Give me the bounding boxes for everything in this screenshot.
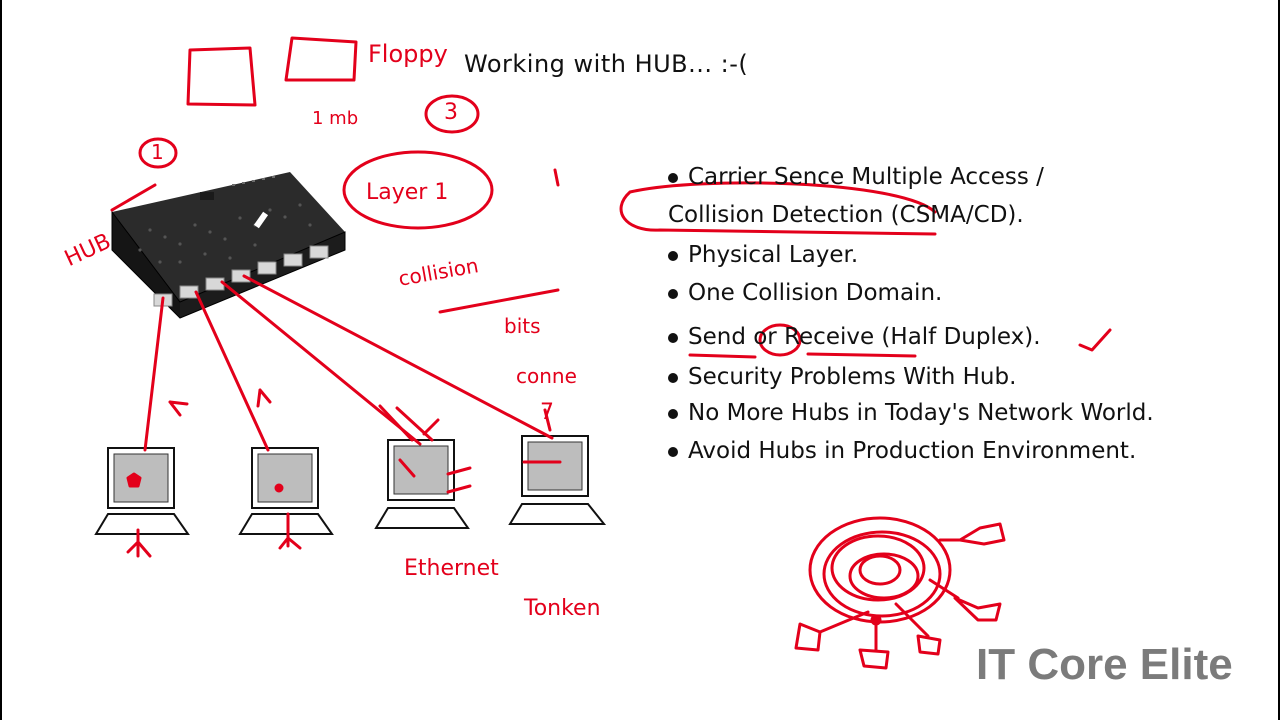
red-ink xyxy=(110,36,1112,670)
number-three-note: 3 xyxy=(444,100,458,125)
list-item: Send or Receive (Half Duplex). xyxy=(668,324,1041,350)
list-item: One Collision Domain. xyxy=(668,280,942,306)
hub-device xyxy=(111,172,346,319)
bullet-dot-icon xyxy=(668,172,678,183)
bullet-text: No More Hubs in Today's Network World. xyxy=(688,400,1154,426)
bullet-dot-icon xyxy=(668,372,678,383)
seven-mark-note: 7 xyxy=(540,400,554,425)
bullet-text: Send or Receive (Half Duplex). xyxy=(688,324,1041,350)
computer-4 xyxy=(508,435,607,525)
tonken-note: Tonken xyxy=(524,596,601,621)
bullet-text: Avoid Hubs in Production Environment. xyxy=(688,438,1137,464)
bullet-dot-icon xyxy=(668,446,678,457)
bullet-text: One Collision Domain. xyxy=(688,280,943,306)
layer-note: Layer 1 xyxy=(366,180,449,205)
number-one-note: 1 xyxy=(151,140,164,164)
right-border xyxy=(1278,0,1280,720)
scribble-network xyxy=(794,516,1006,670)
bullet-text: Physical Layer. xyxy=(688,242,859,268)
ethernet-note: Ethernet xyxy=(404,556,499,581)
bullet-dot-icon xyxy=(668,332,678,343)
left-border xyxy=(0,0,2,720)
list-item: Security Problems With Hub. xyxy=(668,364,1016,390)
list-item: Avoid Hubs in Production Environment. xyxy=(668,438,1136,464)
brand-watermark: IT Core Elite xyxy=(976,640,1233,689)
page-title: Working with HUB... :-( xyxy=(464,50,749,78)
bullet-dot-icon xyxy=(668,250,678,261)
bits-note: bits xyxy=(504,314,541,338)
list-item: Carrier Sence Multiple Access / xyxy=(668,164,1044,190)
bullet-text: Security Problems With Hub. xyxy=(688,364,1017,390)
list-item: Collision Detection (CSMA/CD). xyxy=(668,202,1024,228)
computer-2 xyxy=(238,447,334,535)
bullet-dot-icon xyxy=(668,408,678,419)
bullet-text: Carrier Sence Multiple Access / xyxy=(688,164,1044,190)
list-item: Physical Layer. xyxy=(668,242,858,268)
list-item: No More Hubs in Today's Network World. xyxy=(668,400,1154,426)
bullet-text: Collision Detection (CSMA/CD). xyxy=(668,202,1024,228)
conne-note: conne xyxy=(516,364,577,388)
computer-1 xyxy=(94,447,190,535)
computer-3 xyxy=(374,439,470,529)
bullet-dot-icon xyxy=(668,288,678,299)
one-mb-note: 1 mb xyxy=(312,108,359,129)
floppy-note: Floppy xyxy=(368,40,448,68)
